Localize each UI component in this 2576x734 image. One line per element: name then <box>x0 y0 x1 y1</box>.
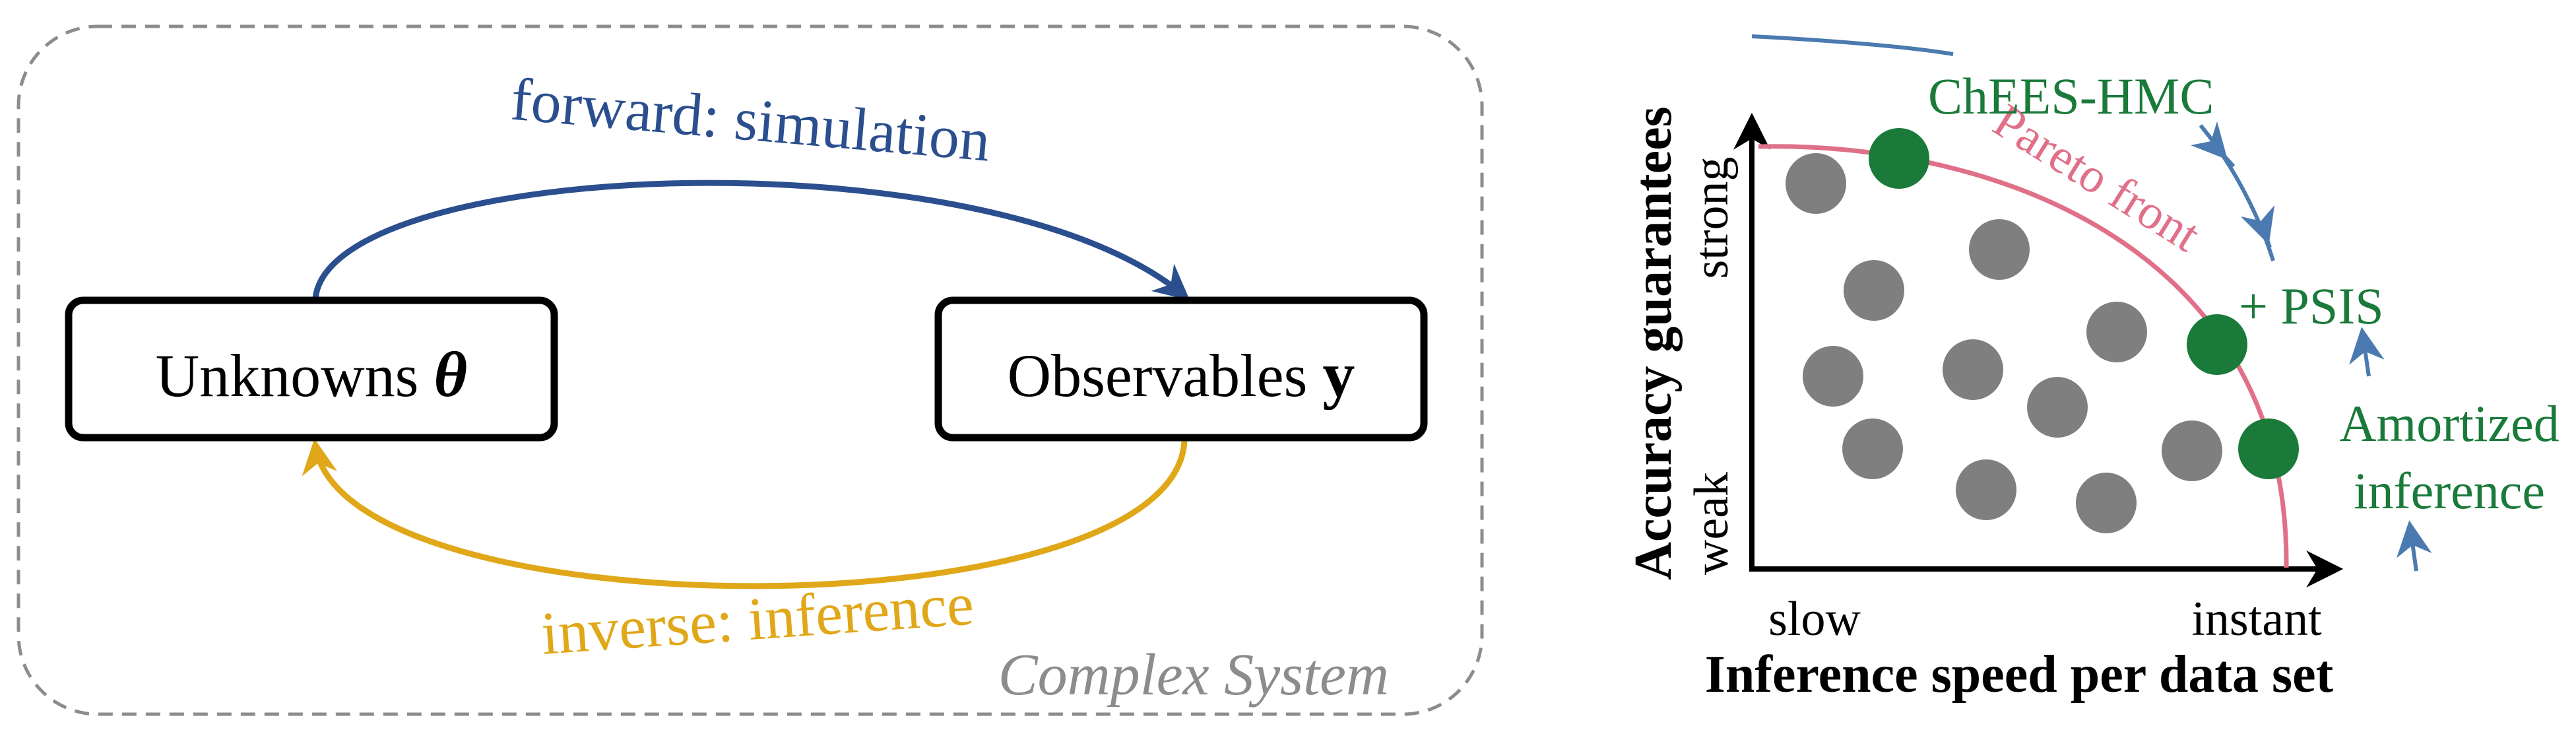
method-point <box>1803 346 1863 407</box>
method-point <box>1842 418 1903 479</box>
chees-hmc-label: ChEES-HMC <box>1928 67 2214 125</box>
complex-system-label: Complex System <box>998 642 1389 708</box>
chees-hmc-point <box>1869 128 1929 189</box>
psis-point <box>2187 314 2247 375</box>
arrow-small-amortized <box>2397 520 2432 572</box>
outer-arc-top <box>1751 34 1954 56</box>
method-point <box>2086 302 2147 362</box>
observables-box <box>934 296 1428 442</box>
y-tick-strong: strong <box>1685 157 1739 279</box>
method-point <box>1956 459 2016 520</box>
method-point <box>1969 219 2030 280</box>
method-point <box>1786 153 1846 214</box>
amortized-point <box>2238 418 2299 479</box>
complex-system-panel: forward: simulation inverse: inference U… <box>16 24 1484 716</box>
method-point <box>2076 473 2137 533</box>
complex-system-frame <box>16 24 1484 716</box>
observables-label: Observables <box>1008 342 1323 409</box>
x-tick-instant: instant <box>2191 592 2322 646</box>
method-points <box>1786 153 2222 533</box>
arrowhead-1 <box>2190 121 2236 168</box>
outer-arc-right <box>2199 124 2275 261</box>
psis-label: + PSIS <box>2239 277 2384 335</box>
arrowhead-2 <box>2240 205 2275 248</box>
forward-label: forward: simulation <box>509 65 993 174</box>
x-axis-title: Inference speed per data set <box>1705 646 2334 704</box>
y-tick-weak: weak <box>1685 472 1739 575</box>
method-point <box>2162 420 2222 481</box>
unknowns-label: Unknowns <box>156 342 434 409</box>
method-point <box>1943 339 2003 400</box>
theta-symbol: θ <box>434 339 467 411</box>
highlight-points <box>1869 128 2299 479</box>
y-symbol: y <box>1322 339 1355 411</box>
forward-arrow <box>312 180 1190 300</box>
y-axis-title: Accuracy guarantees <box>1625 106 1683 580</box>
amortized-label-line1: Amortized <box>2339 395 2560 452</box>
unknowns-text: Unknowns θ <box>156 339 468 411</box>
inverse-arrow <box>302 438 1188 589</box>
method-point <box>1844 260 1904 321</box>
unknowns-box <box>65 296 558 442</box>
method-point <box>2027 377 2088 438</box>
observables-text: Observables y <box>1008 339 1355 411</box>
tradeoff-chart: Pareto front ChEES-HMC + <box>1625 34 2560 704</box>
inverse-label: inverse: inference <box>539 570 976 667</box>
arrow-small-psis <box>2349 327 2385 377</box>
amortized-label-line2: inference <box>2354 462 2545 519</box>
x-tick-slow: slow <box>1768 592 1861 646</box>
